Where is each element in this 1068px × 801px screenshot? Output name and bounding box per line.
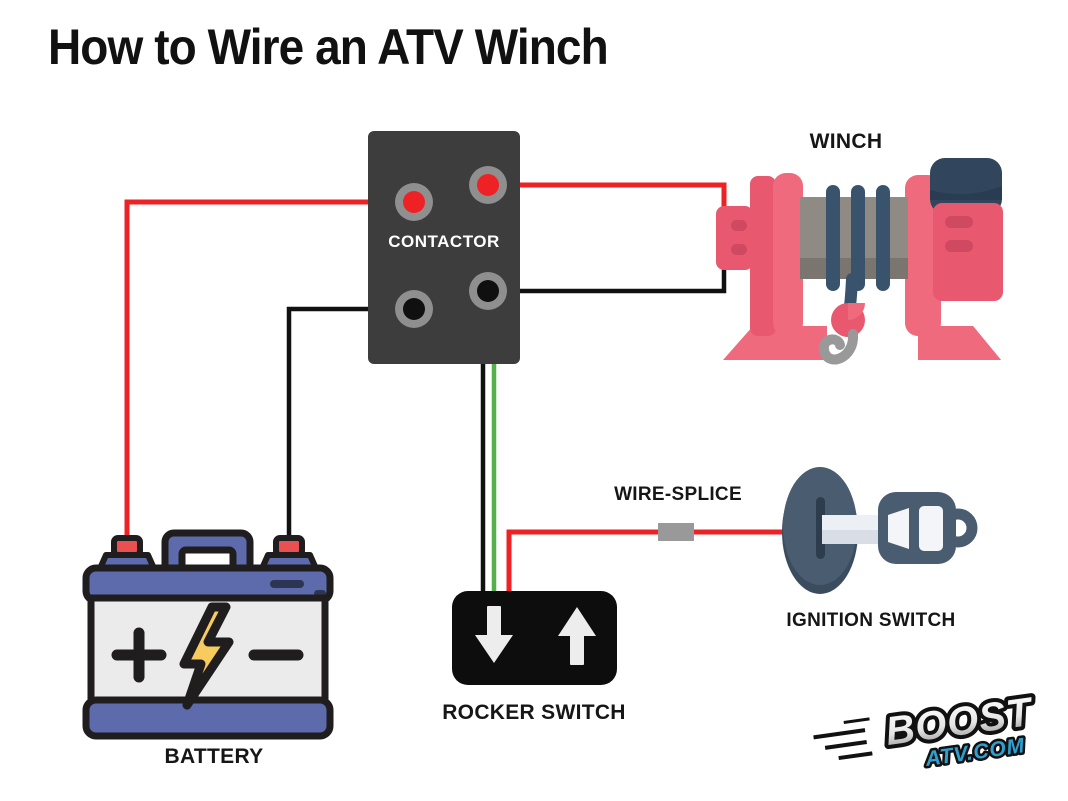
contactor-terminal-negative-left [395,290,433,328]
winch-icon [716,158,1003,365]
winch-hook-housing-hl [848,303,865,320]
wire-splice-label: WIRE-SPLICE [614,484,742,505]
winch-block-bump [945,240,973,252]
page-title: How to Wire an ATV Winch [48,19,609,75]
winch-hook-icon [818,329,858,365]
wire-battery-positive [124,199,414,548]
winch-terminal-block [716,206,753,270]
contactor-label: CONTACTOR [388,232,500,251]
winch-left-plate [750,176,776,336]
lightning-bolt-icon [179,602,234,710]
winch-left-upright [773,173,803,336]
negative-terminal-dot [477,280,499,302]
key-head-window [888,508,909,549]
rocker-switch [452,591,617,685]
winch-terminal-bump [731,220,747,231]
battery-base [82,696,334,740]
down-arrow-icon [475,606,513,663]
battery-label: BATTERY [164,745,264,768]
contactor-terminal-negative-right [469,272,507,310]
up-arrow-icon [558,607,596,665]
wire-winch-negative [488,262,727,294]
key-shaft-shadow [822,530,892,544]
winch-motor-shadow [930,186,1002,200]
contactor-terminal-positive-left [395,183,433,221]
winch-right-foot-shape [918,326,1001,360]
plus-terminal-symbol [111,627,167,683]
wire-splice-block [658,523,694,541]
positive-terminal-dot [403,191,425,213]
ignition-switch-icon [782,467,978,594]
battery-icon [82,529,334,740]
winch-right-upright [905,175,941,336]
rocker-switch-label: ROCKER SWITCH [442,701,626,724]
boost-atv-logo: BOOST ATV.COM [813,686,1041,774]
key-head-window [919,506,943,551]
negative-terminal-dot [403,298,425,320]
ignition-switch-label: IGNITION SWITCH [786,610,956,631]
winch-block-bump [945,216,973,228]
contactor-box: CONTACTOR [368,131,520,364]
battery-lid-slot [270,580,304,588]
contactor-terminal-positive-right [469,166,507,204]
speed-lines [813,717,873,761]
wire-rocker-to-ignition [506,529,790,596]
winch-terminal-bump [731,244,747,255]
winch-label: WINCH [809,130,883,153]
winch-left-foot [723,326,827,360]
wire-winch-positive [488,182,727,216]
positive-terminal-dot [477,174,499,196]
rocker-arrows [475,606,596,665]
